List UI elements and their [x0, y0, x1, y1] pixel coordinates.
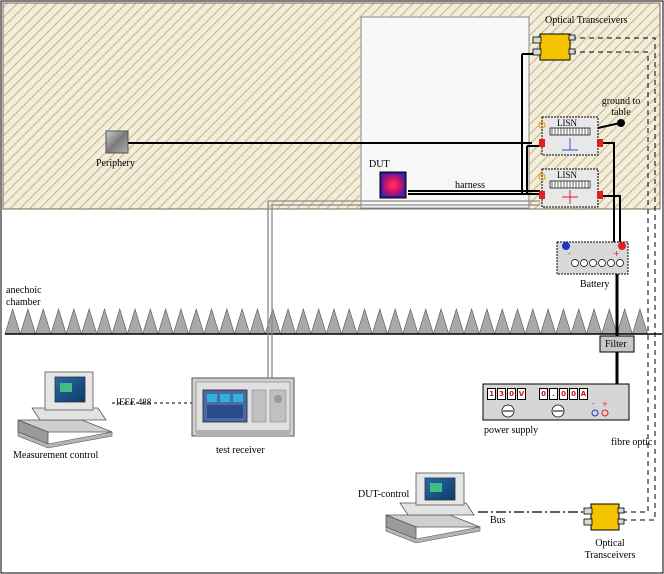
absorber-cone	[356, 307, 373, 335]
dut-label: DUT	[369, 159, 390, 170]
ieee-label: IEEE 488	[116, 397, 152, 407]
anechoic-label-1: anechoic	[6, 285, 42, 296]
absorber-cone	[188, 307, 205, 335]
absorber-cone	[341, 307, 358, 335]
power-supply-label: power supply	[484, 425, 539, 436]
absorber-cone	[463, 307, 480, 335]
absorber-cone	[234, 307, 251, 335]
absorber-cone	[509, 307, 526, 335]
absorber-cone	[50, 307, 67, 335]
absorber-cone	[494, 307, 511, 335]
optical-bottom-label-2: Transceivers	[584, 550, 636, 561]
optical-bottom-label-1: Optical	[595, 538, 625, 549]
bus-label: Bus	[490, 515, 506, 526]
absorber-cone	[570, 307, 587, 335]
absorber-cone	[279, 307, 297, 335]
test-receiver-icon	[191, 377, 295, 437]
absorber-cone	[310, 307, 327, 335]
absorber-cone	[111, 307, 128, 335]
absorber-cone	[417, 307, 434, 335]
battery-icon: - +	[556, 241, 629, 275]
battery-label: Battery	[580, 279, 610, 290]
ground-point	[617, 119, 625, 127]
absorber-cone	[387, 307, 404, 335]
optical-top-label: Optical Transceivers	[545, 15, 628, 26]
coax-cable	[267, 200, 540, 380]
voltage-digit: 1	[487, 388, 496, 400]
absorber-cone	[4, 307, 21, 335]
filter-box	[599, 335, 635, 353]
fibre-optic-label: fibre optic	[611, 437, 653, 448]
current-digit: .	[549, 388, 558, 400]
absorber-cone	[524, 307, 541, 335]
lisn-icon	[538, 116, 603, 156]
absorber-cone	[65, 307, 82, 335]
transceiver-icon	[532, 33, 576, 61]
computer-icon	[385, 472, 481, 544]
absorber-cone	[218, 307, 235, 335]
absorber-cone	[126, 307, 144, 335]
absorber-cone	[432, 307, 450, 335]
voltage-digit: V	[517, 388, 526, 400]
absorber-cone	[81, 307, 98, 335]
voltage-digit: 3	[497, 388, 506, 400]
harness-label: harness	[455, 180, 485, 191]
current-digit: 0	[569, 388, 578, 400]
absorber-cone	[601, 307, 618, 335]
current-digit: A	[579, 388, 588, 400]
transceiver-icon	[583, 503, 625, 531]
absorber-row	[4, 307, 649, 335]
anechoic-label-2: chamber	[6, 297, 41, 308]
absorber-cone	[249, 307, 266, 335]
lisn-bottom-label: LISN	[557, 170, 577, 180]
filter-label: Filter	[605, 339, 627, 350]
current-digit: 0	[559, 388, 568, 400]
test-receiver-label: test receiver	[216, 445, 265, 456]
absorber-cone	[371, 307, 388, 335]
absorber-cone	[478, 307, 496, 335]
measurement-control-label: Measurement control	[13, 450, 99, 461]
absorber-cone	[203, 307, 220, 335]
svg-text:-: -	[568, 249, 571, 258]
absorber-cone	[631, 307, 649, 335]
absorber-cone	[325, 307, 343, 335]
current-digit: 0	[539, 388, 548, 400]
absorber-cone	[35, 307, 52, 335]
periphery-icon	[105, 130, 129, 154]
absorber-cone	[402, 307, 419, 335]
absorber-cone	[19, 307, 37, 335]
lisn-top-label: LISN	[557, 118, 577, 128]
absorber-cone	[172, 307, 190, 335]
lisn-icon	[538, 168, 603, 208]
absorber-cone	[157, 307, 174, 335]
ground-label-1: ground to	[601, 96, 641, 107]
absorber-cone	[96, 307, 113, 335]
absorber-cone	[448, 307, 465, 335]
computer-icon	[17, 371, 113, 449]
absorber-cone	[585, 307, 603, 335]
absorber-cone	[555, 307, 572, 335]
dut-control-label: DUT-control	[358, 489, 410, 500]
absorber-cone	[295, 307, 312, 335]
voltage-digit: 0	[507, 388, 516, 400]
svg-text:+: +	[602, 400, 608, 408]
absorber-cone	[616, 307, 633, 335]
dut-icon	[379, 171, 407, 199]
absorber-cone	[540, 307, 557, 335]
fibre-optic-line	[571, 37, 656, 521]
svg-text:-: -	[592, 400, 595, 408]
periphery-label: Periphery	[96, 158, 135, 169]
svg-text:+: +	[613, 249, 620, 258]
ground-label-2: table	[611, 107, 631, 118]
absorber-cone	[142, 307, 159, 335]
